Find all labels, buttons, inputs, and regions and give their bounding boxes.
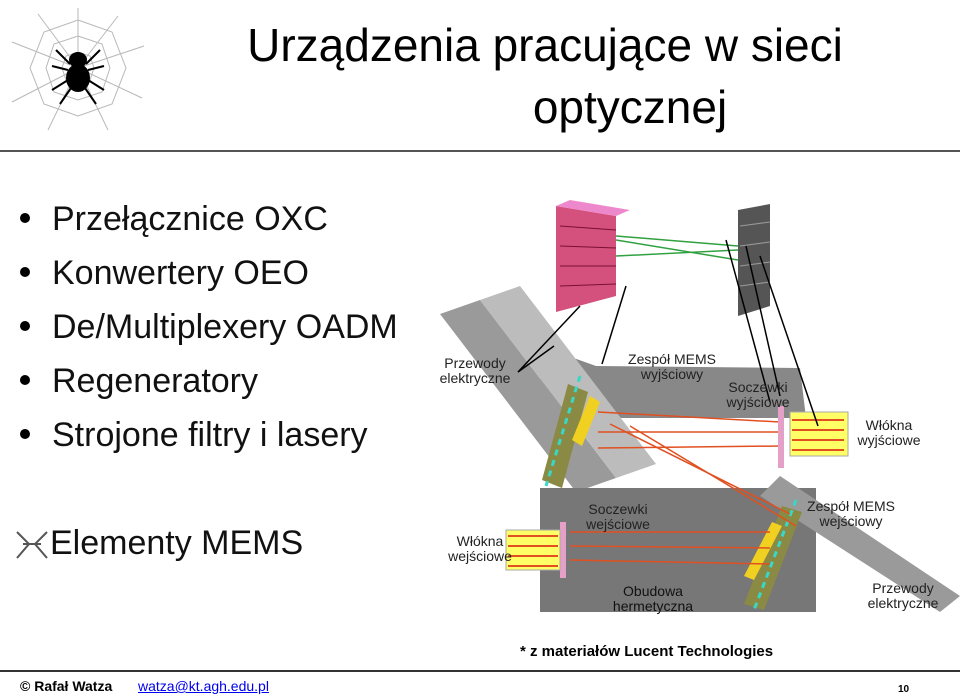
source-credit: * z materiałów Lucent Technologies (520, 643, 774, 660)
page-title: Urządzenia pracujące w sieci optycznej (150, 14, 940, 138)
upper-mems-array-icon (556, 200, 771, 316)
optical-beam-lines (569, 411, 797, 565)
bullet-item: Regeneratory (14, 360, 398, 414)
bullet-item: Przełącznice OXC (14, 198, 398, 252)
bullet-item: De/Multiplexery OADM (14, 306, 398, 360)
spider-web-logo-icon (11, 8, 145, 131)
bullet-dot-icon (20, 375, 30, 386)
bullet-item: Konwertery OEO (14, 252, 398, 306)
output-lens-strip (778, 406, 784, 468)
footer-email-link[interactable]: watza@kt.agh.edu.pl (138, 678, 269, 694)
footer-author: © Rafał Watza (20, 678, 113, 694)
mems-item: Elementy MEMS (14, 522, 303, 564)
page-number: 10 (898, 684, 910, 695)
footer-divider (0, 670, 960, 672)
bullet-dot-icon (20, 267, 30, 278)
bullet-list: Przełącznice OXC Konwertery OEO De/Multi… (14, 198, 398, 468)
zigzag-bullet-icon (16, 531, 48, 559)
mems-diagram-graphic (440, 200, 960, 612)
title-line-1: Urządzenia pracujące w sieci (247, 19, 843, 71)
lower-housing-panel (540, 488, 816, 612)
bullet-dot-icon (20, 321, 30, 332)
title-divider (0, 150, 960, 152)
output-fiber-arrows (792, 419, 844, 451)
bullet-dot-icon (20, 429, 30, 440)
input-fiber-arrows (508, 535, 558, 567)
title-line-2: optycznej (532, 81, 728, 133)
callout-arrows (517, 239, 819, 427)
bullet-dot-icon (20, 213, 30, 224)
bullet-item: Strojone filtry i lasery (14, 414, 398, 468)
lower-mirror-strip (744, 506, 802, 610)
input-lens-strip (560, 522, 566, 578)
